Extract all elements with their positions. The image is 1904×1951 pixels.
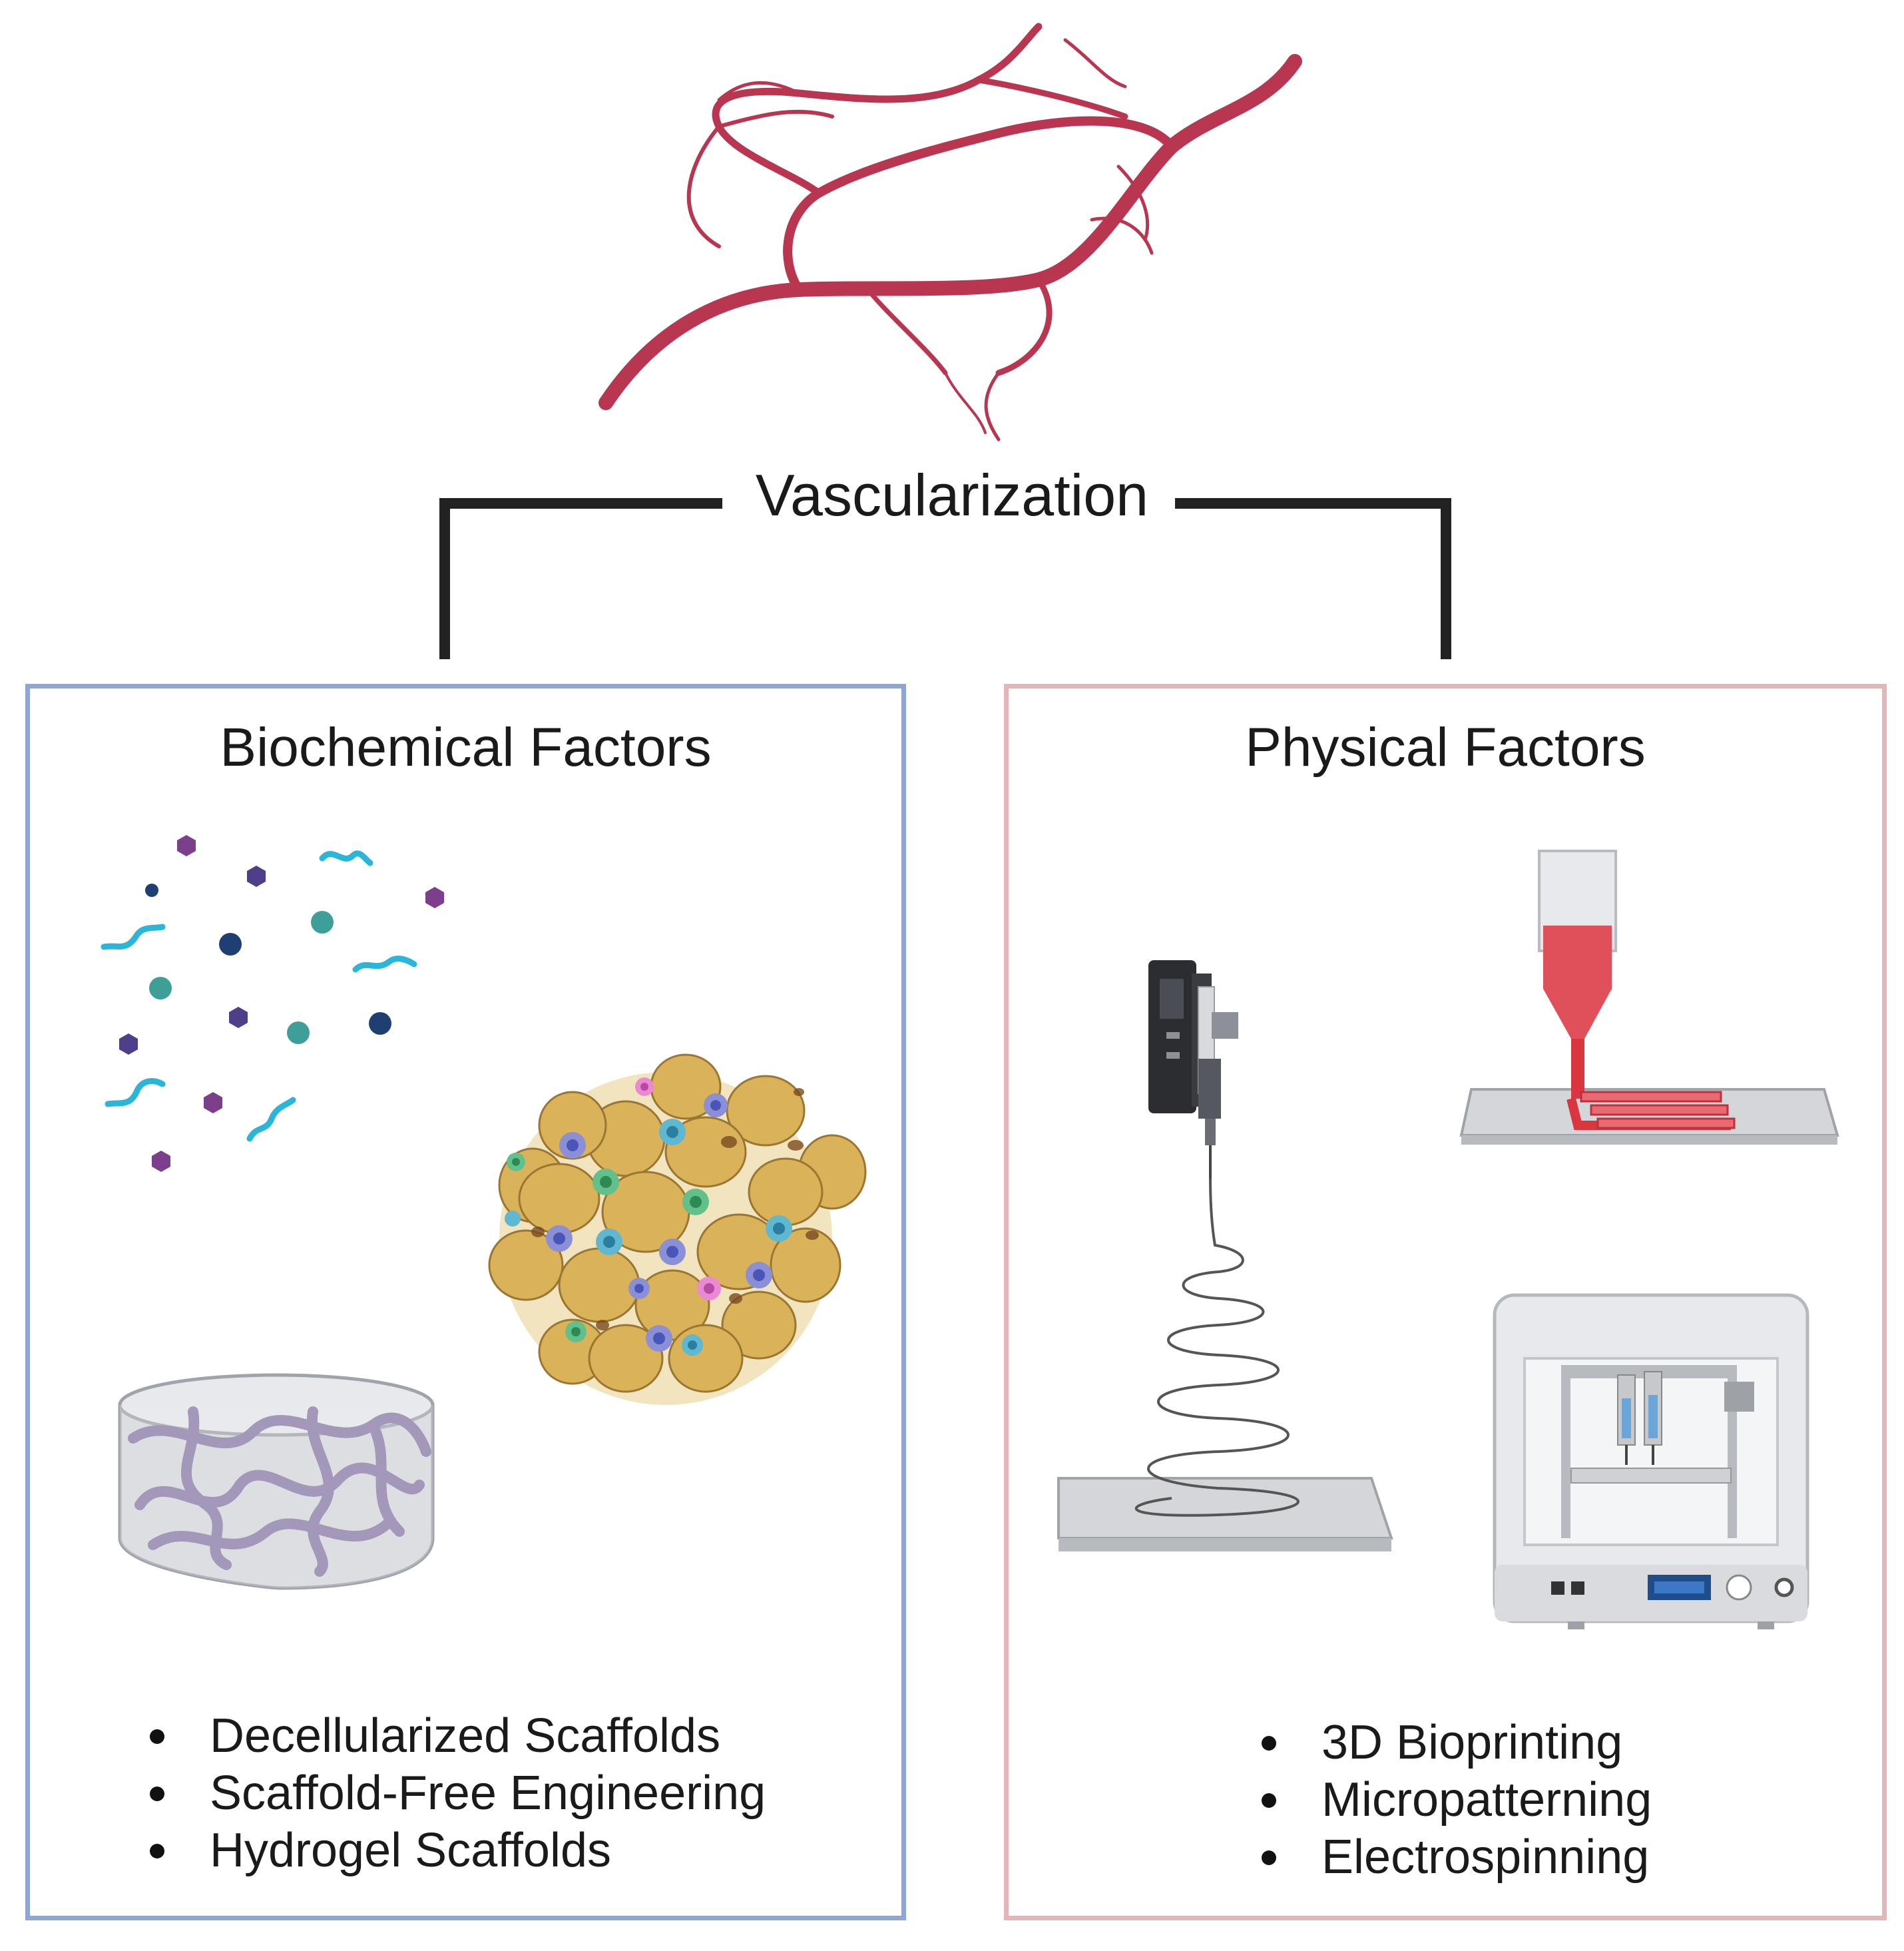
blood-vessel-icon: [598, 23, 1302, 441]
physical-factors-panel: Physical Factors 3D Bioprinting Micropat…: [1004, 684, 1887, 1920]
list-item: Micropatterning: [1262, 1771, 1652, 1828]
list-item: Scaffold-Free Engineering: [150, 1765, 766, 1822]
hydrogel-scaffold-icon: [118, 1373, 435, 1590]
3d-bioprinter-icon: [1493, 1293, 1809, 1629]
physical-factors-list: 3D Bioprinting Micropatterning Electrosp…: [1262, 1714, 1652, 1886]
growth-factor-molecules-icon: [101, 835, 444, 1172]
list-item: 3D Bioprinting: [1262, 1714, 1652, 1771]
bullet-icon: [1262, 1850, 1276, 1865]
cell-spheroid-icon: [488, 1053, 867, 1405]
vascularization-label: Vascularization: [755, 462, 1149, 528]
physical-factors-title: Physical Factors: [1245, 717, 1646, 778]
bullet-icon: [150, 1787, 164, 1801]
electrospinning-syringe-icon: [1057, 960, 1393, 1551]
vascularization-connector: [439, 498, 1451, 659]
list-item: Decellularized Scaffolds: [150, 1707, 766, 1765]
bioprinting-nozzle-icon: [1459, 850, 1839, 1145]
bullet-icon: [150, 1844, 164, 1858]
bullet-icon: [1262, 1793, 1276, 1808]
biochemical-factors-panel: Biochemical Factors Decellularized Scaff…: [25, 684, 906, 1920]
list-item: Hydrogel Scaffolds: [150, 1822, 766, 1879]
list-item: Electrospinning: [1262, 1828, 1652, 1886]
bullet-icon: [150, 1729, 164, 1744]
biochemical-factors-list: Decellularized Scaffolds Scaffold-Free E…: [150, 1707, 766, 1879]
bullet-icon: [1262, 1736, 1276, 1751]
biochemical-factors-title: Biochemical Factors: [220, 717, 712, 778]
